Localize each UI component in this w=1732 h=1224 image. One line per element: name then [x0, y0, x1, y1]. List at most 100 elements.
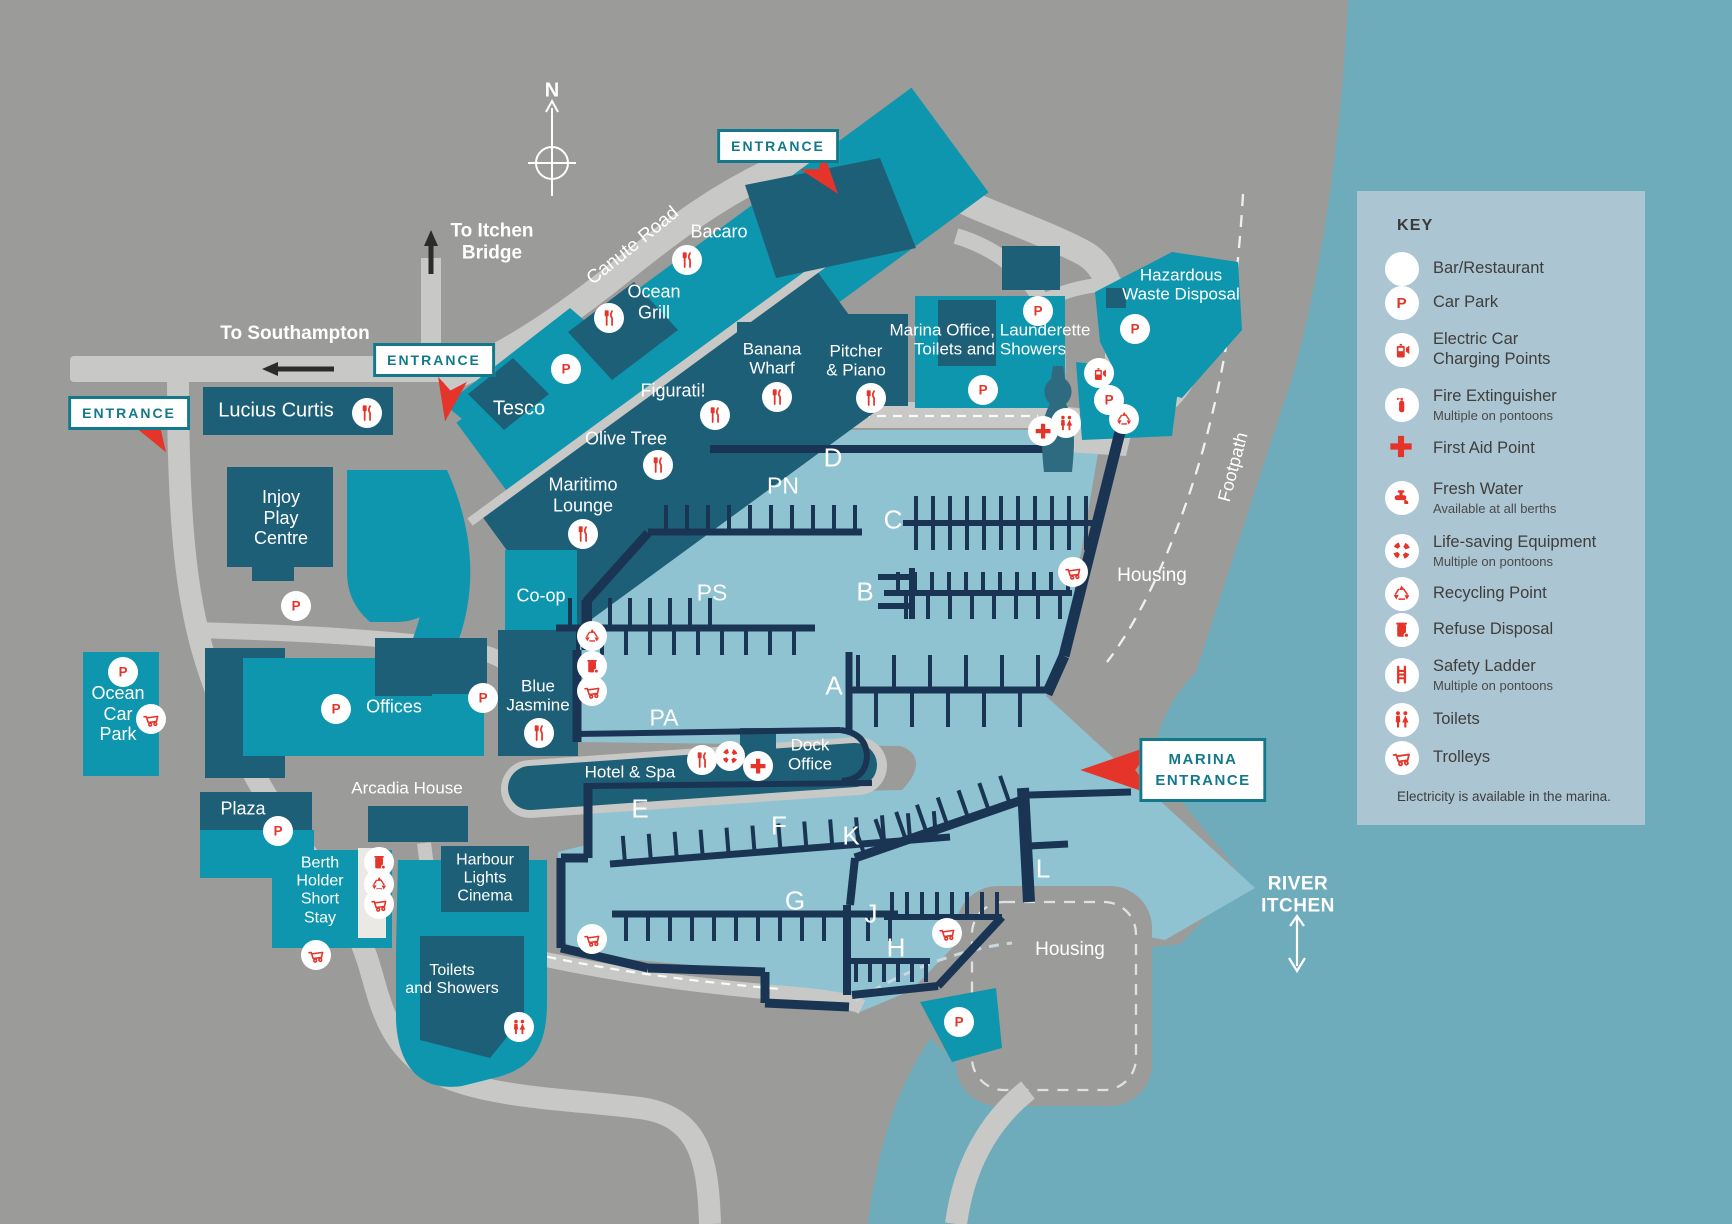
toilets-icon [504, 1012, 534, 1042]
pontoon-label-PA: PA [649, 704, 679, 731]
carpark-icon: P [1385, 286, 1419, 320]
entrance-sign-1: ENTRANCE [717, 129, 839, 163]
pontoon-label-PS: PS [696, 579, 728, 606]
key-item-label: Bar/Restaurant [1433, 259, 1544, 278]
carpark-icon: P [281, 591, 311, 621]
restaurant-icon [856, 383, 886, 413]
key-item-label: Refuse Disposal [1433, 620, 1554, 639]
label-housing-south: Housing [1035, 939, 1105, 961]
pontoon-label-K: K [842, 820, 860, 851]
pontoon-label-C: C [883, 504, 903, 535]
restaurant-icon [672, 245, 702, 275]
trolley-icon [364, 889, 394, 919]
trolley-icon [136, 704, 166, 734]
pontoon-label-B: B [856, 576, 874, 607]
label-marina-office: Marina Office, Launderette Toilets and S… [889, 320, 1091, 359]
restaurant-icon [594, 303, 624, 333]
label-dock-office: Dock Office [787, 735, 833, 774]
label-lucius-curtis: Lucius Curtis [218, 399, 334, 422]
key-item-sublabel: Multiple on pontoons [1433, 553, 1553, 569]
label-ocean-car-park: Ocean Car Park [91, 683, 145, 745]
key-item-label: First Aid Point [1433, 439, 1535, 458]
compass-icon [528, 98, 576, 196]
itchen-bridge-arrow-icon [424, 230, 438, 274]
label-harbour-lights-cinema: Harbour Lights Cinema [456, 851, 514, 906]
svg-text:P: P [1105, 393, 1114, 408]
southampton-arrow-icon [262, 362, 334, 376]
svg-text:P: P [292, 599, 301, 614]
label-arcadia-house: Arcadia House [351, 778, 463, 798]
entrance-sign-2: ENTRANCE [373, 343, 495, 377]
entrance-arrow-icon [797, 148, 851, 204]
pontoon-label-D: D [823, 442, 843, 473]
pontoon-label-L: L [1035, 853, 1051, 884]
label-injoy-play-centre: Injoy Play Centre [253, 487, 309, 549]
label-ocean-grill: Ocean Grill [627, 281, 681, 322]
entrance-sign-3: ENTRANCE [68, 396, 190, 430]
label-hazardous-waste: Hazardous Waste Disposal [1122, 265, 1240, 304]
pontoon-label-G: G [784, 885, 806, 916]
carpark-icon: P [944, 1007, 974, 1037]
key-note: Electricity is available in the marina. [1397, 789, 1611, 804]
label-blue-jasmine: Blue Jasmine [506, 676, 570, 715]
lifebuoy-icon [715, 741, 745, 771]
key-item-sublabel: Available at all berths [1433, 500, 1557, 516]
label-toilets-and-showers: Toilets and Showers [405, 961, 499, 997]
lifebuoy-icon [1385, 534, 1419, 568]
svg-text:P: P [1397, 295, 1407, 312]
trolley-icon [1385, 741, 1419, 775]
restaurant-icon [687, 745, 717, 775]
restaurant-icon [643, 450, 673, 480]
label-berth-holder-short-stay: Berth Holder Short Stay [296, 854, 344, 927]
key-item-label: Car Park [1433, 293, 1499, 312]
svg-text:P: P [119, 665, 128, 680]
toilets-icon [1385, 703, 1419, 737]
label-hotel-spa: Hotel & Spa [584, 762, 676, 782]
trolley-icon [1058, 557, 1088, 587]
pontoon-label-J: J [864, 898, 878, 929]
carpark-icon: P [1120, 314, 1150, 344]
firstaid-icon [743, 751, 773, 781]
restaurant-icon [352, 398, 382, 428]
ladder-icon [1385, 658, 1419, 692]
trolley-icon [577, 676, 607, 706]
pontoon-label-PN: PN [767, 472, 799, 499]
key-item-label: Electric Car Charging Points [1433, 330, 1551, 368]
label-figurati: Figurati! [640, 380, 706, 401]
svg-text:P: P [274, 824, 283, 839]
label-banana-wharf: Banana Wharf [742, 339, 802, 378]
marina-entrance-sign: MARINA ENTRANCE [1139, 738, 1267, 802]
svg-text:P: P [1034, 304, 1043, 319]
label-olive-tree: Olive Tree [584, 428, 668, 449]
svg-text:P: P [479, 691, 488, 706]
carpark-icon: P [263, 816, 293, 846]
label-river-itchen: RIVER ITCHEN [1261, 873, 1335, 916]
toilets-icon [1051, 408, 1081, 438]
fireext-icon [1385, 388, 1419, 422]
restaurant-icon [762, 382, 792, 412]
label-to-itchen-bridge: To Itchen Bridge [450, 220, 534, 263]
refuse-icon [1385, 613, 1419, 647]
river-flow-arrow-icon [1288, 914, 1306, 974]
recycling-icon [1109, 404, 1139, 434]
restaurant-icon [700, 400, 730, 430]
entrance-arrow-icon [1080, 742, 1160, 798]
svg-text:P: P [979, 383, 988, 398]
label-housing-north: Housing [1117, 565, 1187, 587]
svg-text:P: P [955, 1015, 964, 1030]
recycling-icon [577, 621, 607, 651]
label-to-southampton: To Southampton [220, 323, 370, 345]
water-icon [1385, 481, 1419, 515]
charging-icon [1084, 358, 1114, 388]
restaurant-icon [568, 519, 598, 549]
charging-icon [1385, 333, 1419, 367]
entrance-arrow-icon [429, 374, 469, 425]
svg-text:P: P [562, 362, 571, 377]
key-heading: KEY [1397, 217, 1434, 234]
key-item-sublabel: Multiple on pontoons [1433, 677, 1553, 693]
compass-north-label: N [544, 79, 560, 102]
trolley-icon [301, 940, 331, 970]
